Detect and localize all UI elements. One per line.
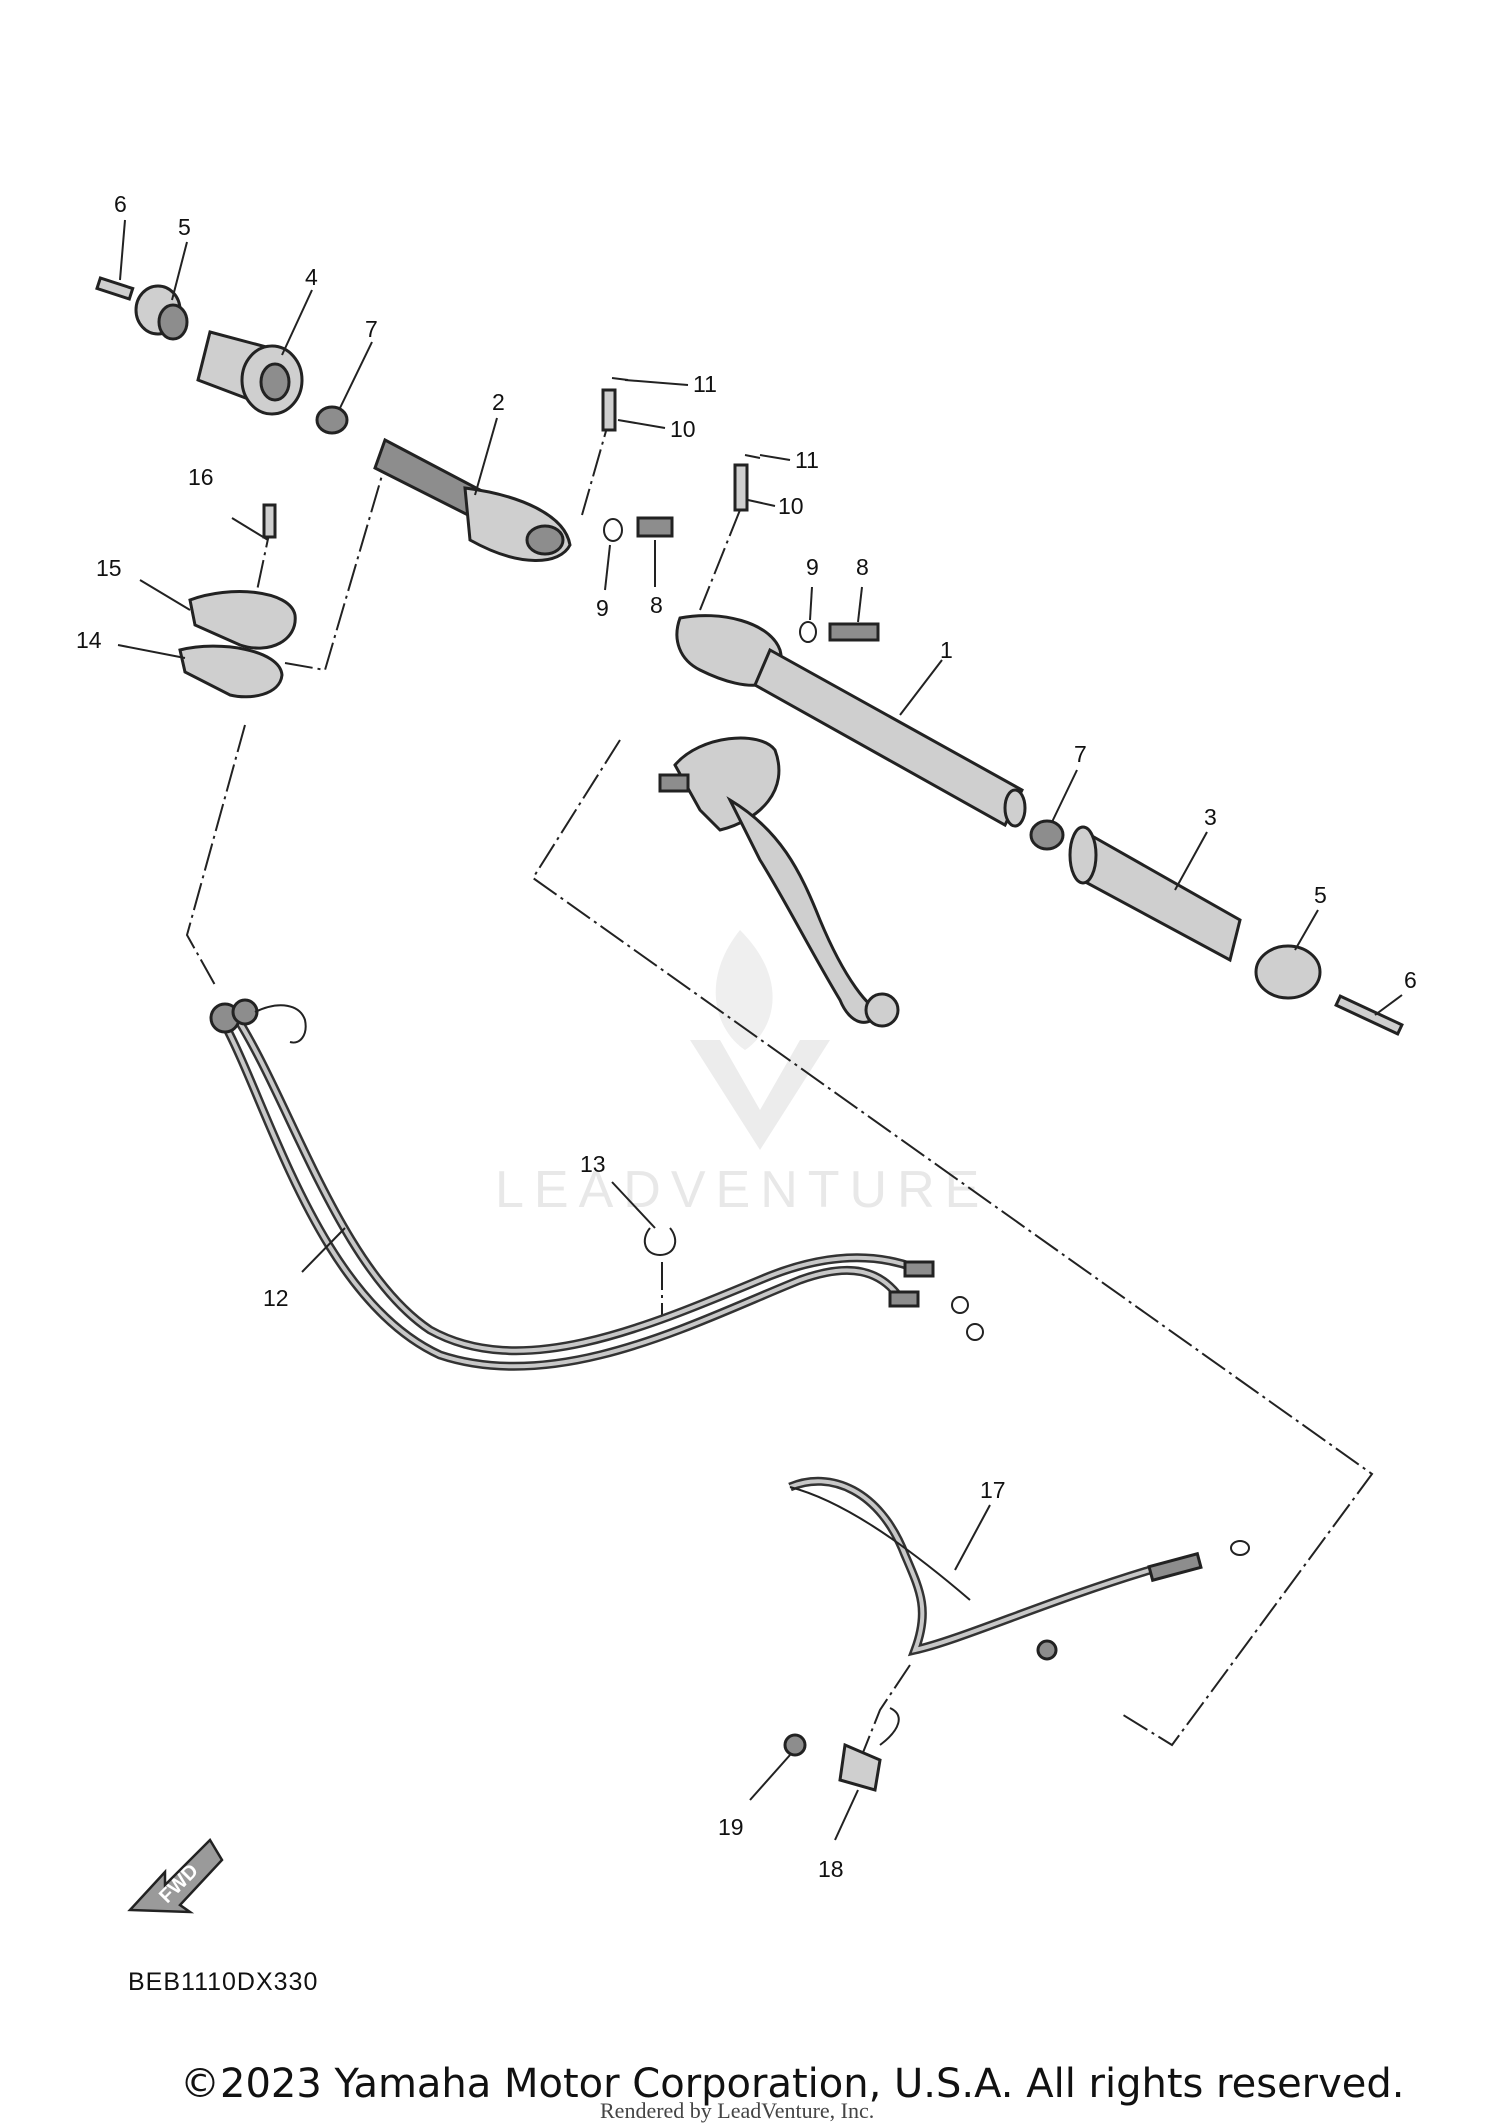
part-6-bolt-left (95, 276, 135, 301)
callout-11-left: 11 (693, 371, 717, 397)
callout-7-left: 7 (365, 316, 378, 342)
callout-5-right: 5 (1314, 882, 1327, 908)
part-2-handlebar-left (373, 437, 572, 562)
callout-9-right: 9 (806, 554, 819, 580)
callout-18: 18 (818, 1856, 844, 1882)
callout-1: 1 (940, 637, 953, 663)
rendered-by-text: Rendered by LeadVenture, Inc. (600, 2098, 874, 2123)
part-7-collar-left (315, 405, 349, 435)
callout-9-left: 9 (596, 595, 609, 621)
callout-10-left: 10 (670, 416, 696, 442)
copyright-text: ©2023 Yamaha Motor Corporation, U.S.A. A… (180, 2061, 1405, 2107)
part-4-throttle-grip (196, 330, 304, 416)
callout-14: 14 (76, 627, 102, 653)
part-9-washer-left (603, 518, 623, 542)
part-12-throttle-cables (209, 998, 984, 1371)
callout-5-left: 5 (178, 214, 191, 240)
part-17-clutch-cable (788, 1476, 1250, 1661)
part-8-bolt-left (636, 516, 674, 538)
bolt-10-right-line (699, 509, 741, 611)
callout-labels: 6 5 4 7 2 11 10 9 8 11 10 9 8 1 7 3 5 6 … (76, 191, 1417, 1882)
watermark-v-icon (690, 1040, 830, 1150)
callout-15: 15 (96, 555, 122, 581)
part-15-housing-upper (188, 590, 297, 650)
leadventure-watermark: LEADVENTURE (495, 930, 989, 1219)
throttle-housing-line (185, 724, 246, 986)
part-10-bolt-right (733, 463, 749, 512)
clutch-lever-assembly (658, 736, 900, 1028)
callout-16: 16 (188, 464, 214, 490)
callout-7-right: 7 (1074, 741, 1087, 767)
callout-leaders (117, 219, 1403, 1841)
part-16-screw (262, 503, 277, 539)
part-19-screw (783, 1733, 807, 1757)
part-11-pin-right (744, 454, 761, 459)
clutch-lever-bracket-line (531, 739, 1374, 1747)
part-5-weight-right (1254, 944, 1322, 1000)
callout-8-left: 8 (650, 592, 663, 618)
part-6-bolt-right (1334, 994, 1404, 1036)
callout-17: 17 (980, 1477, 1006, 1503)
callout-19: 19 (718, 1814, 744, 1840)
part-8-bolt-right (828, 622, 880, 642)
callout-8-right: 8 (856, 554, 869, 580)
part-1-handlebar-right (675, 614, 1027, 828)
part-7-collar-right (1029, 819, 1065, 851)
watermark-text: LEADVENTURE (495, 1161, 989, 1219)
callout-3: 3 (1204, 804, 1217, 830)
diagram-code: BEB1110DX330 (128, 1968, 318, 1996)
callout-12: 12 (263, 1285, 289, 1311)
part-3-grip-right (1068, 825, 1242, 963)
callout-13: 13 (580, 1151, 606, 1177)
callout-10-right: 10 (778, 493, 804, 519)
callout-6-left: 6 (114, 191, 127, 217)
part-10-bolt-left (601, 388, 617, 432)
watermark-flame-icon (715, 930, 773, 1050)
housing-to-handlebar-line (284, 471, 405, 672)
part-18-clutch-switch (838, 1707, 900, 1792)
fwd-arrow-icon: FWD (127, 1837, 224, 1914)
part-13-cable-clamp (643, 1227, 677, 1257)
part-9-washer-right (799, 621, 817, 643)
callout-11-right: 11 (795, 447, 819, 473)
switch-18-line (859, 1664, 911, 1761)
part-5-weight-left (134, 284, 189, 341)
part-14-housing-lower (178, 644, 284, 699)
callout-4: 4 (305, 264, 318, 290)
callout-6-right: 6 (1404, 967, 1417, 993)
callout-2: 2 (492, 389, 505, 415)
